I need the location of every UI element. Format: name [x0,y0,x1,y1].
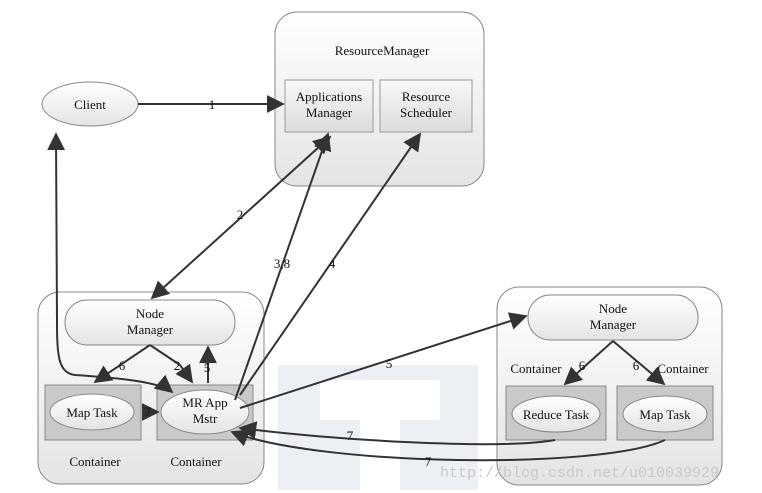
node-manager-right-line1: Node [599,301,627,316]
edge-label-6-left: 6 [119,358,126,373]
edge-7-a [238,421,556,446]
node-manager-right-line2: Manager [590,317,637,332]
node-manager-left-line2: Manager [127,322,174,337]
edge-label-5-small: 5 [204,360,211,375]
edge-label-3-8: 3,8 [274,256,290,271]
node-manager-left-line1: Node [136,306,164,321]
node-manager-left: Node Manager [64,299,236,346]
client-label: Client [74,97,106,112]
edge-3-8 [234,132,332,401]
edge-label-1: 1 [209,97,216,112]
applications-manager-line2: Manager [306,105,353,120]
edge-label-7-a: 7 [347,428,354,443]
watermark-shape [278,365,478,490]
edge-2-small [175,363,194,384]
edge-label-2: 2 [237,207,244,222]
edges [47,95,666,462]
resource-scheduler: Resource Scheduler [379,79,473,133]
resource-manager-title: ResourceManager [335,43,430,58]
edge-label-5-right: 5 [386,356,393,371]
container-map-task-right: Map Task [616,385,714,441]
resource-manager: ResourceManager Applications Manager Res… [274,11,485,187]
container-label-left-1: Container [69,454,121,469]
edge-label-4: 4 [329,256,336,271]
edge-5-right [239,312,528,409]
edge-label-6-right-a: 6 [579,358,586,373]
reduce-task-label: Reduce Task [523,407,590,422]
client: Client [41,81,139,127]
node-left: Node Manager Map Task MR App Mstr Contai… [37,291,265,485]
container-mr-app-master: MR App Mstr [156,384,254,441]
edge-label-7-map: 7 [145,404,152,419]
node-right: Node Manager Container Container Reduce … [496,286,723,486]
container-label-right-1: Container [510,361,562,376]
edge-6-left-a [93,344,151,384]
applications-manager: Applications Manager [284,79,374,133]
edge-client-mr [47,132,174,394]
mr-app-master-line1: MR App [182,395,227,410]
container-reduce-task: Reduce Task [505,385,607,441]
edge-label-6-right-b: 6 [633,358,640,373]
container-label-left-2: Container [170,454,222,469]
watermark-url: http://blog.csdn.net/u010039929 [440,465,719,482]
mr-app-master-line2: Mstr [193,411,218,426]
edge-2 [150,135,332,300]
applications-manager-line1: Applications [296,89,362,104]
edge-7-b [230,429,666,462]
map-task-left-label: Map Task [66,405,118,420]
edge-label-7-b: 7 [425,454,432,469]
container-map-task-left: Map Task [44,384,142,441]
edge-6-left-b [149,344,181,366]
node-manager-right: Node Manager [527,294,699,341]
edge-labels: 1 2 3,8 4 5 6 2 5 7 6 6 7 7 [119,97,640,469]
edge-6-right-b [612,340,666,386]
edge-label-2-small: 2 [174,358,181,373]
resource-scheduler-line2: Scheduler [400,105,453,120]
edge-4 [239,132,422,396]
container-label-right-2: Container [657,361,709,376]
resource-scheduler-line1: Resource [402,89,451,104]
map-task-right-label: Map Task [639,407,691,422]
edge-6-right-a [563,340,614,386]
